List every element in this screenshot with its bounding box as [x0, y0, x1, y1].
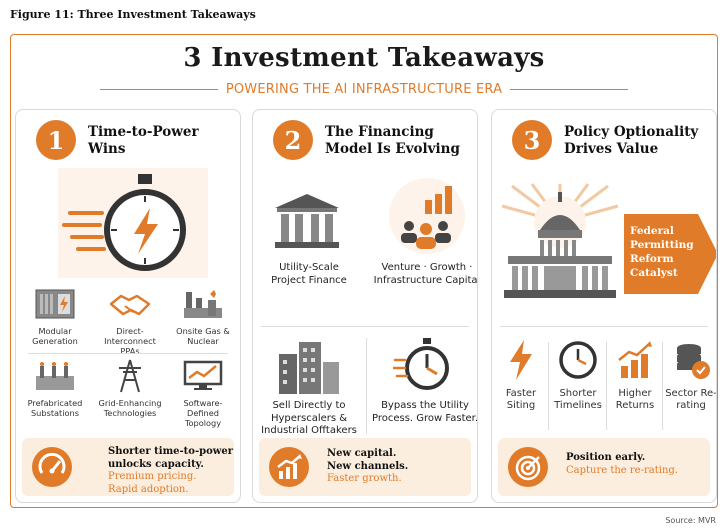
item-label: Grid-Enhancing Technologies: [98, 398, 162, 418]
item-label: Modular Generation: [32, 326, 78, 346]
summary-orange-1: Faster growth.: [327, 473, 402, 484]
monitor-chart-icon: [183, 360, 223, 390]
clock-icon: [559, 341, 597, 379]
catalyst-arrow: Federal Permitting Reform Catalyst: [624, 210, 716, 298]
summary-bold-2: unlocks capacity.: [108, 458, 204, 470]
subtitle: POWERING THE AI INFRASTRUCTURE ERA: [225, 82, 503, 97]
summary-bold-1: Shorter time-to-power: [108, 446, 234, 457]
item-label: Software-Defined Topology: [183, 398, 223, 428]
takeaway-number-2: 2: [273, 120, 313, 160]
item-label: Onsite Gas & Nuclear: [176, 326, 230, 346]
catalyst-text: Federal Permitting Reform Catalyst: [630, 225, 694, 279]
item-label: Prefabricated Substations: [27, 398, 83, 418]
modular-generation-item: Modular Generation: [20, 286, 90, 346]
growth-chart-icon: [269, 447, 309, 487]
fast-stopwatch-icon: [391, 336, 453, 394]
faster-siting-item: Faster Siting: [494, 338, 548, 412]
takeaway-number-1: 1: [36, 120, 76, 160]
column-divider: [662, 342, 663, 430]
lightning-icon: [510, 340, 532, 380]
subtitle-row: POWERING THE AI INFRASTRUCTURE ERA: [11, 82, 717, 97]
capitol-icon: [498, 182, 622, 302]
takeaway-card-2: 2 The Financing Model Is Evolving Utilit…: [252, 109, 478, 503]
summary-text: New capital. New channels. Faster growth…: [327, 448, 408, 486]
coin-stack-icon: [677, 344, 710, 379]
summary-orange-2: Rapid adoption.: [108, 483, 189, 495]
item-label: Shorter Timelines: [554, 388, 602, 411]
people-growth-icon: [385, 176, 469, 260]
infographic-frame: 3 Investment Takeaways POWERING THE AI I…: [10, 34, 718, 508]
takeaway-summary-1: Shorter time-to-power unlocks capacity. …: [22, 438, 234, 496]
column-divider: [606, 342, 607, 430]
row-divider: [28, 353, 228, 354]
summary-bold-1: Position early.: [566, 452, 646, 463]
row-divider: [261, 326, 469, 327]
source-note: Source: MVR: [665, 516, 716, 525]
software-topology-item: Software-Defined Topology: [168, 358, 238, 428]
stopwatch-icon: [58, 168, 208, 278]
subtitle-rule-left: [99, 88, 218, 91]
takeaway-card-1: 1 Time-to-Power Wins Modular Generation: [15, 109, 241, 503]
item-label: Faster Siting: [505, 388, 537, 411]
main-title: 3 Investment Takeaways: [183, 43, 545, 73]
higher-returns-item: Higher Returns: [608, 338, 662, 412]
ppa-item: Direct-Interconnect PPAs: [94, 286, 166, 356]
generator-icon: [35, 289, 75, 319]
item-label: Direct-Interconnect PPAs: [104, 326, 156, 356]
hyperscalers-label: Sell Directly to Hyperscalers & Industri…: [261, 400, 357, 436]
substation-icon: [36, 362, 74, 390]
office-buildings-icon: [273, 338, 343, 396]
takeaway-title-2: The Financing Model Is Evolving: [325, 124, 460, 157]
rising-bars-icon: [618, 341, 652, 378]
target-icon: [508, 447, 548, 487]
summary-bold-2: New channels.: [327, 460, 409, 472]
project-finance-label: Utility-Scale Project Finance: [271, 262, 347, 286]
takeaway-card-3: 3 Policy Optionality Drives Value Federa…: [491, 109, 717, 503]
onsite-gas-item: Onsite Gas & Nuclear: [168, 286, 238, 346]
summary-orange-1: Premium pricing.: [108, 471, 197, 482]
substations-item: Prefabricated Substations: [20, 358, 90, 418]
grid-enhancing-item: Grid-Enhancing Technologies: [94, 358, 166, 418]
summary-text: Position early. Capture the re-rating.: [566, 452, 678, 477]
takeaway-title-3: Policy Optionality Drives Value: [564, 124, 699, 157]
column-divider: [366, 338, 367, 434]
summary-text: Shorter time-to-power unlocks capacity. …: [108, 446, 233, 496]
summary-orange-1: Capture the re-rating.: [566, 464, 678, 476]
row-divider: [500, 326, 708, 327]
item-label: Higher Returns: [615, 388, 655, 411]
takeaway-summary-3: Position early. Capture the re-rating.: [498, 438, 710, 496]
handshake-icon: [109, 294, 151, 316]
column-divider: [548, 342, 549, 430]
item-label: Sector Re-rating: [665, 388, 717, 411]
takeaway-summary-2: New capital. New channels. Faster growth…: [259, 438, 471, 496]
takeaway-number-3: 3: [512, 120, 552, 160]
figure-label: Figure 11: Three Investment Takeaways: [10, 8, 256, 21]
takeaway-title-1: Time-to-Power Wins: [88, 124, 199, 157]
sector-rerating-item: Sector Re-rating: [664, 338, 717, 412]
bank-icon: [267, 190, 347, 252]
transmission-tower-icon: [119, 359, 141, 393]
shorter-timelines-item: Shorter Timelines: [550, 338, 606, 412]
bypass-utility-label: Bypass the Utility Process. Grow Faster.: [371, 400, 478, 424]
venture-capital-label: Venture · Growth · Infrastructure Capita…: [373, 262, 478, 286]
gauge-icon: [32, 447, 72, 487]
subtitle-rule-right: [510, 88, 629, 91]
power-plant-icon: [184, 290, 222, 318]
summary-bold-1: New capital.: [327, 448, 397, 459]
